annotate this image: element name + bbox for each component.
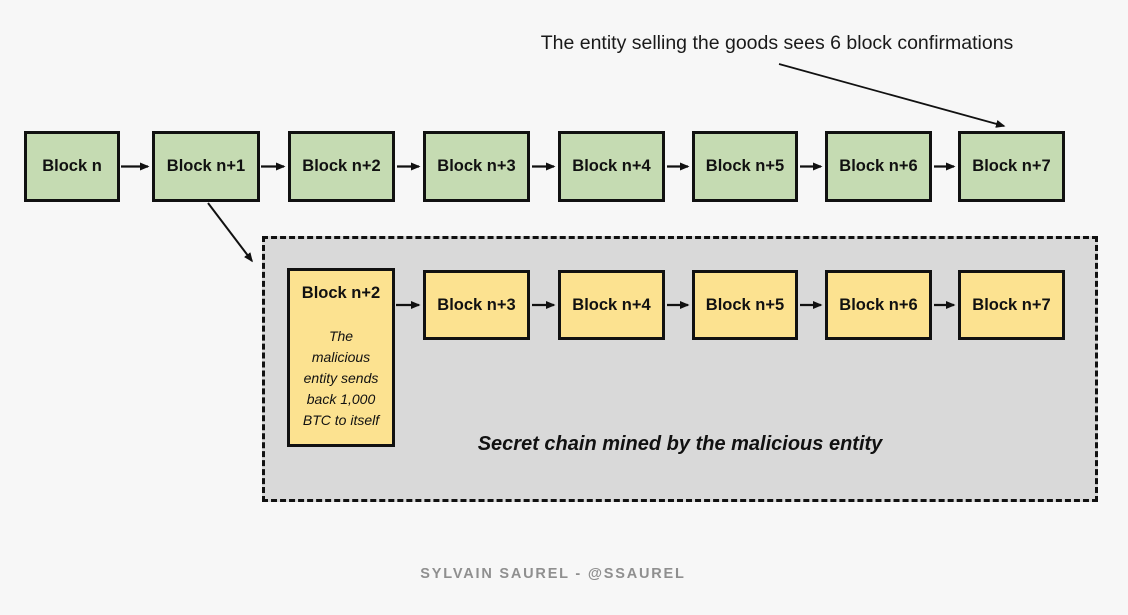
main-chain-block: Block n+3 xyxy=(423,131,530,202)
secret-chain-block: Block n+2 The malicious entity sends bac… xyxy=(287,268,395,447)
block-label: Block n+4 xyxy=(572,295,651,314)
annotation-text: The entity selling the goods sees 6 bloc… xyxy=(540,32,1014,54)
secret-chain-block: Block n+4 xyxy=(558,270,665,340)
block-label: Block n+1 xyxy=(166,157,246,175)
main-chain-block: Block n+1 xyxy=(152,131,260,202)
credit-text: SYLVAIN SAUREL - @SSAUREL xyxy=(420,566,686,582)
main-chain-block: Block n+4 xyxy=(558,131,665,202)
block-label: Block n+2 xyxy=(301,284,381,302)
main-chain-block: Block n+5 xyxy=(692,131,798,202)
secret-chain-block: Block n+6 xyxy=(825,270,932,340)
main-chain-block: Block n+6 xyxy=(825,131,932,202)
annotation-arrow xyxy=(778,63,1006,128)
block-label: Block n+5 xyxy=(705,157,785,175)
main-chain-block: Block n xyxy=(24,131,120,202)
block-label: Block n+5 xyxy=(705,295,785,314)
block-label: Block n+7 xyxy=(972,295,1051,314)
block-label: Block n+3 xyxy=(437,157,516,175)
fork-arrow xyxy=(207,202,253,263)
block-label: Block n+7 xyxy=(972,157,1051,175)
block-label: Block n+2 xyxy=(302,157,381,175)
block-label: Block n+6 xyxy=(839,295,918,314)
block-label: Block n+4 xyxy=(572,157,651,175)
secret-chain-caption: Secret chain mined by the malicious enti… xyxy=(477,433,883,455)
main-chain-block: Block n+2 xyxy=(288,131,395,202)
secret-chain-block: Block n+3 xyxy=(423,270,530,340)
main-chain-block: Block n+7 xyxy=(958,131,1065,202)
block-label: Block n+6 xyxy=(839,157,918,175)
block-note: The malicious entity sends back 1,000 BT… xyxy=(302,328,380,428)
block-label: Block n+3 xyxy=(437,295,516,314)
secret-chain-block: Block n+7 xyxy=(958,270,1065,340)
secret-chain-block: Block n+5 xyxy=(692,270,798,340)
block-label: Block n xyxy=(42,157,102,175)
